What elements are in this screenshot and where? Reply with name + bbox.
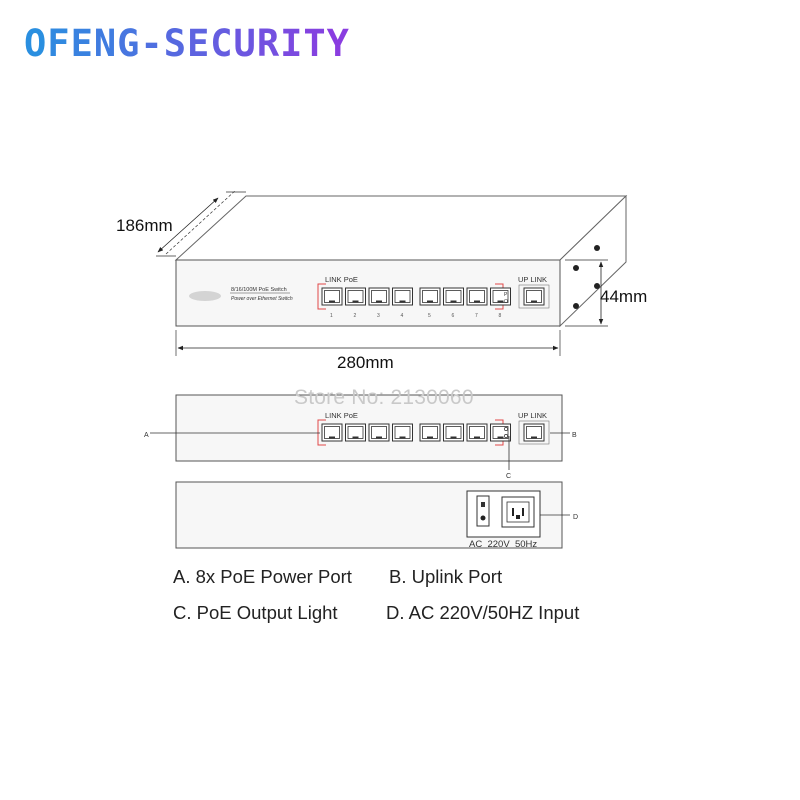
brand-letter: G [117, 22, 141, 65]
callout-c: C [506, 473, 511, 480]
port-number: 4 [401, 313, 404, 319]
link-poe-label-front: LINK PoE [325, 411, 358, 420]
poe-port-group-3d [317, 283, 511, 310]
svg-text:P: P [504, 292, 508, 298]
port-number: 8 [499, 313, 502, 319]
poe-output-led [504, 427, 508, 431]
power-switch [476, 495, 490, 527]
logo-mark [189, 291, 221, 301]
side-screw [594, 245, 600, 251]
width-dimension: 280mm [175, 330, 561, 372]
poe-port-7 [466, 287, 488, 306]
uplink-port [523, 287, 545, 306]
brand-letter: Y [326, 22, 350, 65]
poe-port-8 [490, 423, 511, 442]
switch-top-face [174, 195, 628, 261]
port-number: 2 [354, 313, 357, 319]
brand-letter: C [210, 22, 234, 65]
uplink-bracket [518, 420, 550, 445]
store-watermark: Store No: 2130060 [294, 386, 474, 409]
poe-port-1 [321, 287, 343, 306]
depth-label: 186mm [116, 216, 173, 235]
callout-d: D [573, 514, 578, 521]
depth-dimension: 186mm [116, 189, 246, 257]
poe-port-5 [419, 423, 441, 442]
poe-port-4 [392, 423, 413, 442]
power-label: AC 220V 50Hz [469, 539, 537, 550]
brand-letter: E [70, 22, 94, 65]
switch-3d-view: 8/16/100M PoE Switch Power over Ethernet… [174, 194, 628, 328]
legend-c: C. PoE Output Light [173, 602, 338, 623]
link-poe-label-3d: LINK PoE [325, 275, 358, 284]
poe-port-2 [345, 287, 366, 306]
side-screw [573, 265, 579, 271]
uplink-port [523, 423, 545, 442]
legend-a: A. 8x PoE Power Port [173, 566, 352, 587]
brand-letter: F [47, 22, 71, 65]
port-number: 7 [475, 313, 478, 319]
port-number-row: 1 2 3 4 5 6 7 8 [330, 313, 502, 319]
callout-b: B [572, 432, 577, 439]
poe-port-8 [490, 287, 511, 306]
brand-letter: T [303, 22, 327, 65]
callout-a: A [144, 432, 149, 439]
brand-letter: E [186, 22, 211, 65]
poe-port-2 [345, 423, 366, 442]
poe-port-3 [368, 423, 390, 442]
brand-title: OFENG-SECURITY [24, 22, 350, 66]
uplink-label-3d: UP LINK [518, 275, 547, 284]
model-line1: 8/16/100M PoE Switch [231, 287, 287, 293]
brand-letter: - [140, 22, 164, 65]
height-dimension: 44mm [565, 259, 647, 327]
side-screw [573, 303, 579, 309]
brand-letter: R [256, 22, 281, 65]
port-number: 3 [377, 313, 380, 319]
poe-port-7 [466, 423, 488, 442]
brand-letter: U [233, 22, 257, 65]
uplink-bracket [518, 284, 550, 309]
poe-port-6 [443, 423, 464, 442]
brand-letter: I [280, 22, 304, 65]
poe-port-5 [419, 287, 441, 306]
width-label: 280mm [337, 353, 394, 372]
poe-output-led [504, 434, 508, 438]
poe-port-3 [368, 287, 390, 306]
legend-d: D. AC 220V/50HZ Input [386, 602, 580, 623]
uplink-port-3d [518, 284, 550, 309]
poe-port-4 [392, 287, 413, 306]
brand-letter: O [24, 22, 48, 65]
port-number: 5 [428, 313, 431, 319]
uplink-label-front: UP LINK [518, 411, 547, 420]
port-number: 6 [452, 313, 455, 319]
brand-letter: N [93, 22, 118, 65]
uplink-port-front [518, 420, 550, 445]
front-panel-view: LINK PoE UP LINK A B C [144, 394, 577, 480]
poe-port-6 [443, 287, 464, 306]
brand-letter: S [163, 22, 187, 65]
height-label: 44mm [600, 287, 647, 306]
poe-port-group-front [317, 419, 511, 446]
legend-b: B. Uplink Port [389, 566, 503, 587]
poe-port-1 [321, 423, 343, 442]
port-number: 1 [330, 313, 333, 319]
svg-text:O: O [504, 299, 508, 305]
rear-panel-view: AC 220V 50Hz D [175, 481, 578, 550]
side-screw [594, 283, 600, 289]
model-line2: Power over Ethernet Switch [231, 296, 293, 302]
